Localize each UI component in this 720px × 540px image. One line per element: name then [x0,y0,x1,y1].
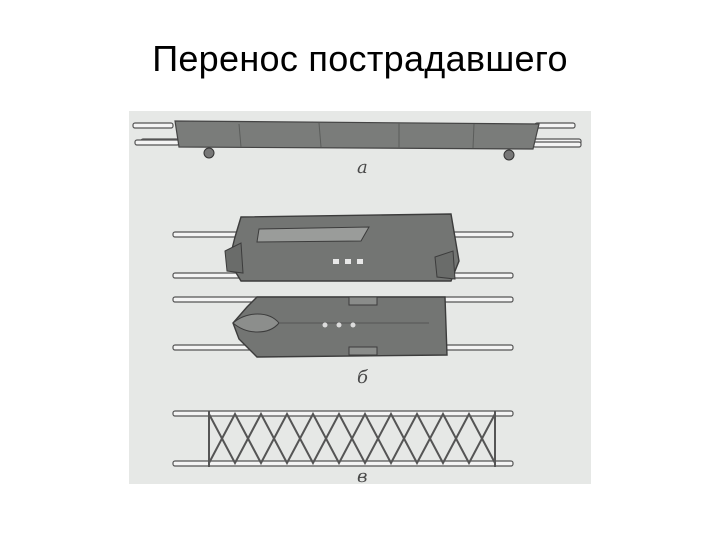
slide-title: Перенос пострадавшего [152,38,568,79]
panel-a-stretcher [132,120,582,161]
panel-c-rope-stretcher [172,410,514,467]
panel-a-label: а [357,157,368,178]
panel-b-coat-stretcher-top [172,213,514,282]
stretcher-drawing: а [132,120,582,484]
panel-b-label: б [357,367,369,388]
panel-b-coat-stretcher-bottom [172,296,514,358]
panel-c-label: в [357,466,367,484]
stretcher-illustration: а [129,111,591,484]
